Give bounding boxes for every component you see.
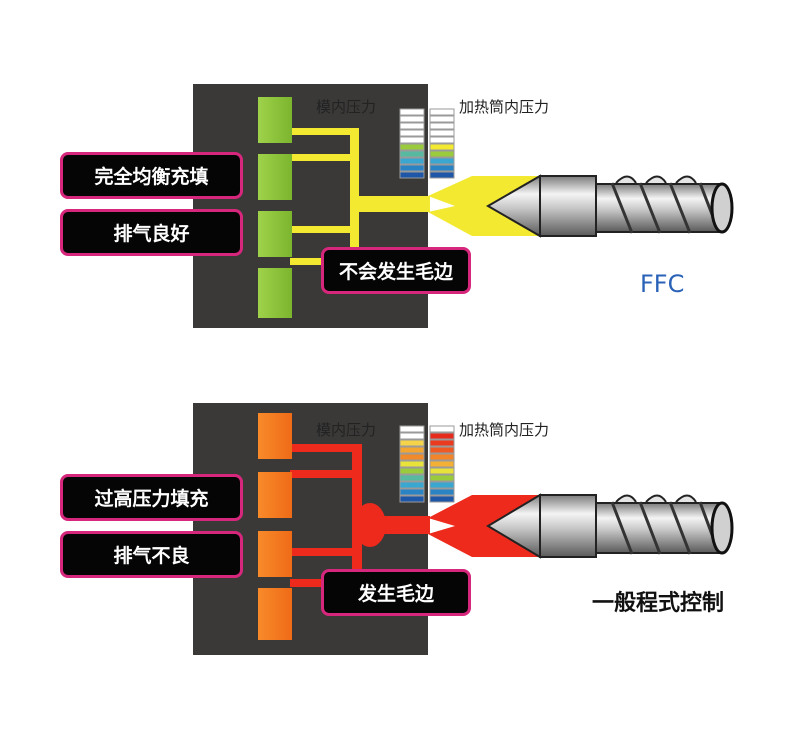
- barrel-pressure-gauge: [429, 425, 455, 503]
- mold-cavities: [258, 413, 292, 640]
- barrel-pressure-gauge: [429, 108, 455, 179]
- callout-no-flash: 不会发生毛边: [321, 247, 471, 294]
- ffc-mode-label: FFC: [640, 270, 685, 298]
- injection-screw: [486, 493, 734, 559]
- injection-screw: [485, 174, 734, 238]
- callout-balanced-fill: 完全均衡充填: [60, 152, 243, 199]
- conventional-panel: 模内压力 加热筒内压力 过高压力填充 排气不良 发生毛边: [0, 320, 800, 690]
- callout-poor-venting: 排气不良: [60, 531, 243, 578]
- ffc-diagram: [193, 84, 734, 328]
- mold-cavities: [258, 97, 292, 318]
- mold-pressure-gauge: [399, 108, 425, 179]
- callout-overpressure-fill: 过高压力填充: [60, 474, 243, 521]
- callout-flash-occurs: 发生毛边: [321, 569, 471, 616]
- melt-runner: [290, 444, 430, 587]
- mold-pressure-label: 模内压力: [316, 98, 377, 116]
- barrel-pressure-label: 加热筒内压力: [459, 421, 550, 439]
- conventional-mode-label: 一般程式控制: [592, 591, 725, 616]
- nozzle-melt: [428, 495, 540, 557]
- mold-pressure-label: 模内压力: [316, 421, 377, 439]
- mold-pressure-gauge: [399, 425, 425, 503]
- barrel-pressure-label: 加热筒内压力: [459, 98, 550, 116]
- ffc-panel: 模内压力 加热筒内压力 完全均衡充填 排气良好 不会发生毛边: [0, 0, 800, 370]
- callout-good-venting: 排气良好: [60, 209, 243, 256]
